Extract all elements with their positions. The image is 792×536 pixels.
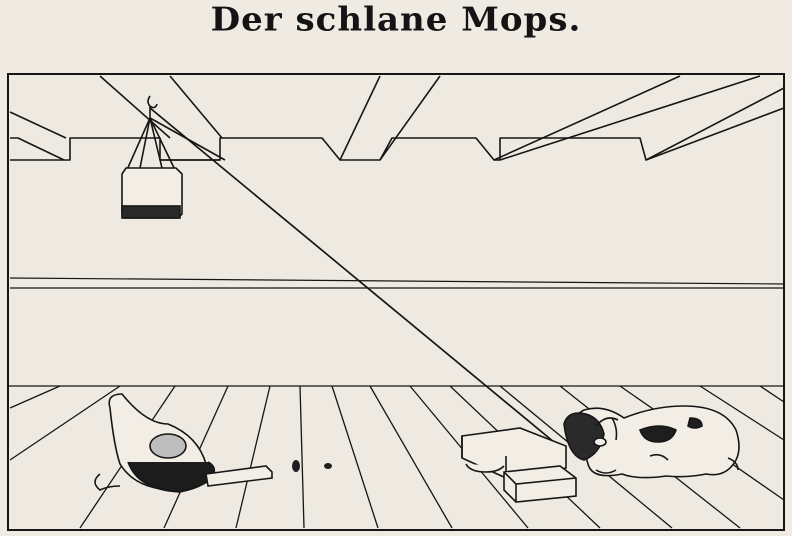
- brick: [503, 465, 577, 503]
- floor-marks: [292, 460, 332, 472]
- pug: [563, 405, 740, 479]
- hanging-weight: [121, 95, 183, 219]
- wall-lines: [9, 277, 785, 289]
- page-title: Der schlane Mops.: [210, 1, 582, 40]
- rope: [149, 107, 567, 453]
- bellows: [94, 393, 273, 493]
